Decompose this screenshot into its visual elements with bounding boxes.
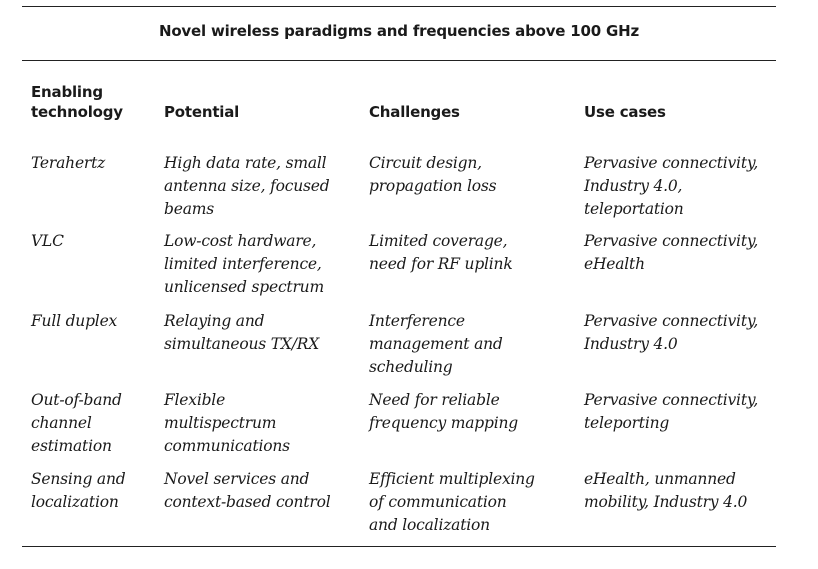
table-cell-technology: Out-of-band channel estimation bbox=[31, 391, 122, 455]
table-header-rule bbox=[22, 60, 776, 61]
table-cell-use-cases: Pervasive connectivity, Industry 4.0, te… bbox=[584, 154, 759, 218]
table-cell-technology: VLC bbox=[31, 232, 64, 250]
table-cell-challenges: Efficient multiplexing of communication … bbox=[369, 470, 535, 534]
table-cell-technology: Sensing and localization bbox=[31, 470, 126, 511]
table-cell-potential: Flexible multispectrum communications bbox=[164, 391, 290, 455]
table-cell-challenges: Circuit design, propagation loss bbox=[369, 154, 497, 195]
table-cell-technology: Terahertz bbox=[31, 154, 106, 172]
column-header-challenges: Challenges bbox=[369, 103, 460, 121]
column-header-potential: Potential bbox=[164, 103, 240, 121]
table-bottom-rule bbox=[22, 546, 776, 547]
table-cell-potential: High data rate, small antenna size, focu… bbox=[164, 154, 330, 218]
table-cell-technology: Full duplex bbox=[31, 312, 118, 330]
table-cell-use-cases: Pervasive connectivity, eHealth bbox=[584, 232, 759, 273]
column-header-use-cases: Use cases bbox=[584, 103, 666, 121]
table-cell-use-cases: Pervasive connectivity, Industry 4.0 bbox=[584, 312, 759, 353]
table-cell-use-cases: Pervasive connectivity, teleporting bbox=[584, 391, 759, 432]
table-cell-potential: Low-cost hardware, limited interference,… bbox=[164, 232, 324, 296]
table-cell-potential: Novel services and context-based control bbox=[164, 470, 331, 511]
table-cell-challenges: Interference management and scheduling bbox=[369, 312, 503, 376]
table-title: Novel wireless paradigms and frequencies… bbox=[158, 22, 640, 40]
table-cell-challenges: Need for reliable frequency mapping bbox=[369, 391, 518, 432]
table-cell-challenges: Limited coverage, need for RF uplink bbox=[369, 232, 513, 273]
column-header-technology: Enabling technology bbox=[31, 83, 123, 121]
table-cell-use-cases: eHealth, unmanned mobility, Industry 4.0 bbox=[584, 470, 748, 511]
table-cell-potential: Relaying and simultaneous TX/RX bbox=[164, 312, 320, 353]
table-top-rule bbox=[22, 6, 776, 7]
